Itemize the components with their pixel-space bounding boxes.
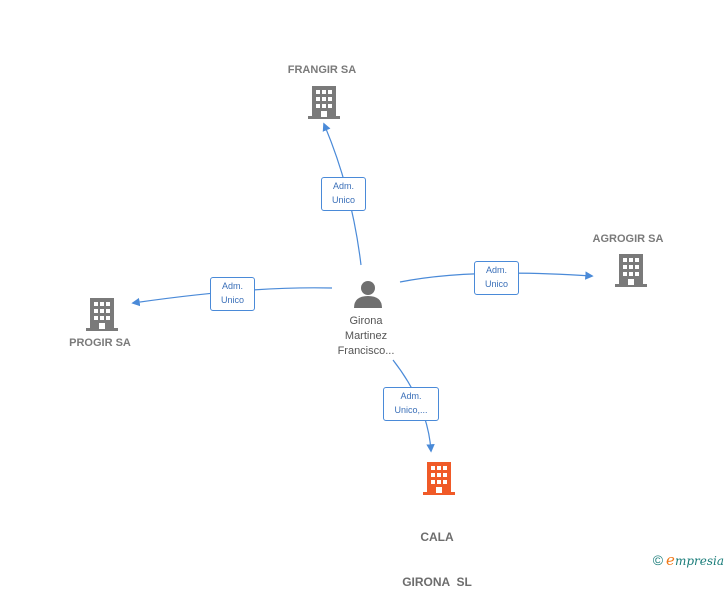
person-name-line-3: Francisco... <box>337 345 395 357</box>
person-name-line-2: Martinez <box>344 330 388 342</box>
relation-label-cala-girona[interactable]: Adm. Unico,... <box>383 387 439 421</box>
relation-role: Adm. <box>332 181 354 191</box>
building-icon[interactable] <box>86 296 118 332</box>
brand-rest: mpresia <box>674 554 724 568</box>
building-icon[interactable] <box>308 84 340 120</box>
relation-role: Adm. <box>485 265 507 275</box>
copyright-symbol: © <box>652 552 664 568</box>
person-name-line-1: Girona <box>349 315 383 327</box>
company-name-frangir[interactable]: FRANGIR SA <box>287 64 357 76</box>
person-icon[interactable] <box>352 278 384 310</box>
company-name-line-2: GIRONA SL <box>402 575 472 589</box>
relation-label-progir[interactable]: Adm. Unico <box>210 277 255 311</box>
relation-label-frangir[interactable]: Adm. Unico <box>321 177 366 211</box>
company-name-progir[interactable]: PROGIR SA <box>69 337 131 349</box>
relation-role-type: Unico <box>484 279 508 289</box>
company-name-line-1: CALA <box>420 530 454 544</box>
relation-role-type: Unico,... <box>394 405 428 415</box>
relation-role: Adm. <box>221 281 243 291</box>
empresia-logo: ©empresia <box>653 551 724 569</box>
relation-label-agrogir[interactable]: Adm. Unico <box>474 261 519 295</box>
company-name-cala-girona[interactable]: CALA GIRONA SL <box>387 500 487 605</box>
relation-role-type: Unico <box>331 195 355 205</box>
relation-role: Adm. <box>400 391 422 401</box>
relation-role-type: Unico <box>220 295 244 305</box>
building-icon[interactable] <box>615 252 647 288</box>
person-name[interactable]: Girona Martinez Francisco... <box>316 314 416 359</box>
company-name-agrogir[interactable]: AGROGIR SA <box>592 233 664 245</box>
brand-e: e <box>666 551 675 569</box>
building-icon[interactable] <box>423 460 455 496</box>
